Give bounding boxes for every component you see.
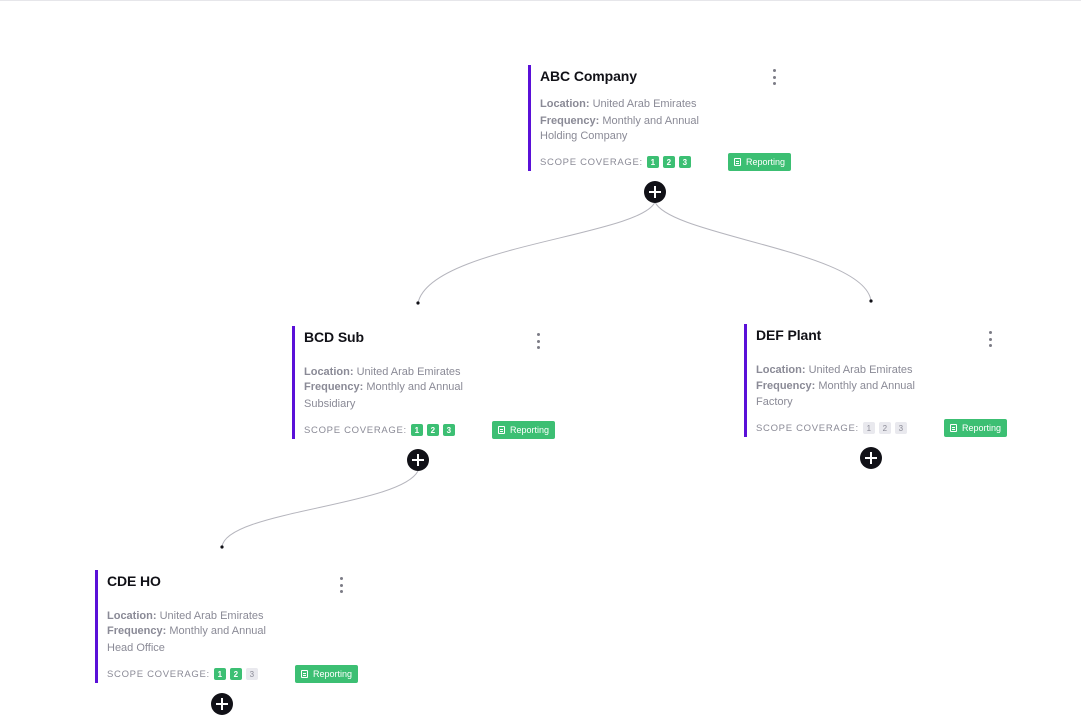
reporting-button[interactable]: Reporting [492, 421, 556, 439]
frequency-label: Frequency: [304, 381, 364, 393]
node-title: BCD Sub [304, 329, 364, 345]
node-frequency: Frequency: Monthly and Annual [304, 381, 463, 393]
node-frequency: Frequency: Monthly and Annual [756, 380, 915, 392]
scope-coverage: SCOPE COVERAGE: 1 2 3 [304, 423, 459, 437]
reporting-button[interactable]: Reporting [728, 153, 792, 171]
node-frequency: Frequency: Monthly and Annual [107, 625, 266, 637]
scope-badge-3: 3 [245, 668, 258, 680]
location-value: United Arab Emirates [356, 366, 461, 378]
node-type: Subsidiary [304, 398, 356, 410]
node-type: Head Office [107, 642, 165, 654]
frequency-value: Monthly and Annual [169, 625, 266, 637]
location-label: Location: [107, 610, 157, 622]
more-vertical-icon[interactable] [768, 69, 780, 85]
org-node-bcd-sub[interactable]: BCD Sub Location: United Arab Emirates F… [292, 326, 556, 439]
scope-coverage-label: SCOPE COVERAGE: [107, 668, 210, 680]
scope-badge-1: 1 [862, 422, 875, 434]
node-frequency: Frequency: Monthly and Annual [540, 115, 699, 127]
more-vertical-icon[interactable] [984, 331, 996, 347]
node-location: Location: United Arab Emirates [304, 366, 461, 378]
org-node-def-plant[interactable]: DEF Plant Location: United Arab Emirates… [744, 324, 1008, 437]
location-label: Location: [304, 366, 354, 378]
org-node-cde-ho[interactable]: CDE HO Location: United Arab Emirates Fr… [95, 570, 359, 683]
frequency-label: Frequency: [540, 115, 600, 127]
document-icon [734, 158, 741, 166]
reporting-label: Reporting [510, 425, 550, 435]
scope-badge-1: 1 [646, 156, 659, 168]
frequency-value: Monthly and Annual [366, 381, 463, 393]
scope-coverage: SCOPE COVERAGE: 1 2 3 [540, 155, 695, 169]
scope-coverage-label: SCOPE COVERAGE: [540, 156, 643, 168]
frequency-value: Monthly and Annual [602, 115, 699, 127]
scope-badge-1: 1 [410, 424, 423, 436]
connector-end-dot [416, 301, 420, 305]
more-vertical-icon[interactable] [335, 577, 347, 593]
connector-end-dot [220, 545, 224, 549]
location-label: Location: [540, 98, 590, 110]
scope-badge-2: 2 [662, 156, 675, 168]
location-label: Location: [756, 364, 806, 376]
scope-badge-2: 2 [878, 422, 891, 434]
scope-coverage: SCOPE COVERAGE: 1 2 3 [756, 421, 911, 435]
scope-badge-1: 1 [213, 668, 226, 680]
scope-badge-2: 2 [229, 668, 242, 680]
document-icon [950, 424, 957, 432]
node-location: Location: United Arab Emirates [756, 364, 913, 376]
location-value: United Arab Emirates [159, 610, 264, 622]
connector-bcd-cde [221, 470, 419, 548]
add-child-button[interactable] [211, 693, 233, 715]
node-location: Location: United Arab Emirates [107, 610, 264, 622]
document-icon [498, 426, 505, 434]
connector-end-dot [869, 299, 873, 303]
scope-coverage-label: SCOPE COVERAGE: [756, 422, 859, 434]
connector-abc-bcd [417, 201, 656, 304]
more-vertical-icon[interactable] [532, 333, 544, 349]
scope-badge-3: 3 [678, 156, 691, 168]
frequency-label: Frequency: [756, 380, 816, 392]
org-node-abc-company[interactable]: ABC Company Location: United Arab Emirat… [528, 65, 792, 171]
scope-coverage-label: SCOPE COVERAGE: [304, 424, 407, 436]
connector-abc-def [654, 201, 872, 302]
add-child-button[interactable] [407, 449, 429, 471]
node-title: DEF Plant [756, 327, 822, 343]
document-icon [301, 670, 308, 678]
reporting-button[interactable]: Reporting [295, 665, 359, 683]
location-value: United Arab Emirates [592, 98, 697, 110]
reporting-label: Reporting [313, 669, 353, 679]
add-child-button[interactable] [860, 447, 882, 469]
scope-badge-3: 3 [894, 422, 907, 434]
reporting-label: Reporting [962, 423, 1002, 433]
scope-badge-3: 3 [442, 424, 455, 436]
reporting-button[interactable]: Reporting [944, 419, 1008, 437]
location-value: United Arab Emirates [808, 364, 913, 376]
frequency-value: Monthly and Annual [818, 380, 915, 392]
add-child-button[interactable] [644, 181, 666, 203]
node-title: ABC Company [540, 68, 637, 84]
node-location: Location: United Arab Emirates [540, 98, 697, 110]
node-type: Factory [756, 396, 793, 408]
reporting-label: Reporting [746, 157, 786, 167]
scope-badge-2: 2 [426, 424, 439, 436]
scope-coverage: SCOPE COVERAGE: 1 2 3 [107, 667, 262, 681]
node-title: CDE HO [107, 573, 161, 589]
node-type: Holding Company [540, 130, 628, 142]
frequency-label: Frequency: [107, 625, 167, 637]
